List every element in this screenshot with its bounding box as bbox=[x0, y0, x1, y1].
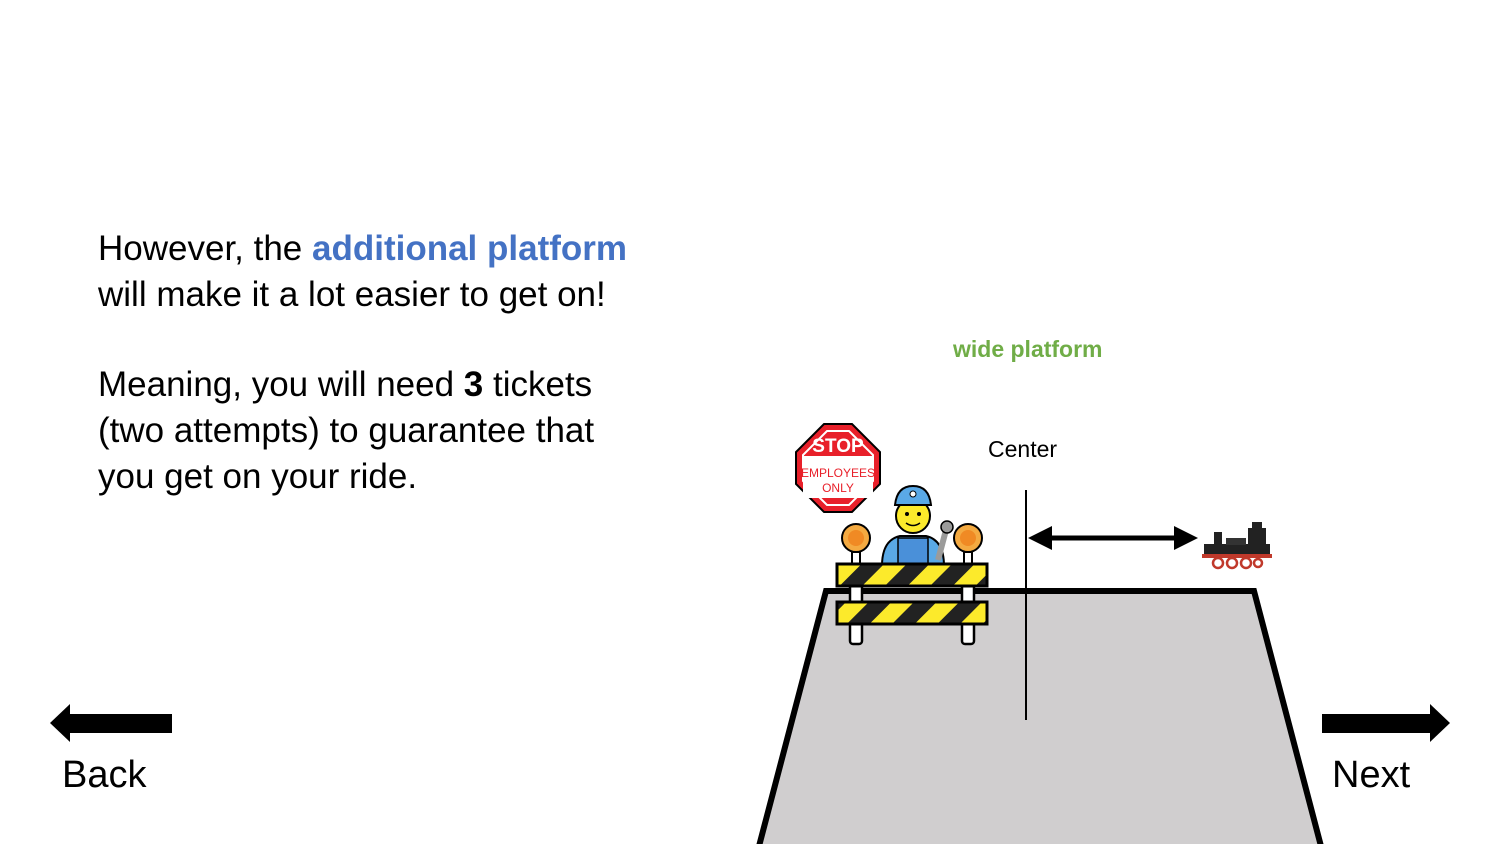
instruction-text: However, the additional platform will ma… bbox=[98, 226, 627, 500]
next-arrow-icon[interactable] bbox=[1322, 704, 1450, 742]
worker-icon bbox=[880, 484, 954, 567]
barricade-light-left-icon bbox=[841, 523, 871, 565]
stop-sign-line-1: EMPLOYEES bbox=[801, 466, 875, 480]
center-label: Center bbox=[988, 436, 1058, 462]
wide-platform-label: wide platform bbox=[953, 336, 1103, 362]
next-button[interactable]: Next bbox=[1332, 754, 1411, 796]
instruction-line-3: Meaning, you will need 3 tickets bbox=[98, 365, 593, 404]
platform-shape bbox=[756, 588, 1324, 844]
barricade-icon bbox=[835, 562, 989, 646]
back-arrow-icon[interactable] bbox=[50, 704, 172, 742]
distance-arrow-icon bbox=[1028, 526, 1198, 550]
stop-sign-text: STOP bbox=[812, 436, 864, 457]
barricade-light-right-icon bbox=[953, 523, 983, 565]
instruction-line-1: However, the additional platform bbox=[98, 229, 627, 268]
instruction-line-4: (two attempts) to guarantee that bbox=[98, 411, 595, 450]
ticket-count: 3 bbox=[463, 365, 484, 404]
stop-sign-line-2: ONLY bbox=[822, 481, 854, 495]
stop-sign-icon: STOP EMPLOYEES ONLY bbox=[795, 423, 881, 513]
instruction-line-5: you get on your ride. bbox=[98, 457, 418, 496]
train-icon bbox=[1202, 522, 1272, 570]
instruction-line-2: will make it a lot easier to get on! bbox=[98, 275, 606, 314]
back-button[interactable]: Back bbox=[62, 754, 147, 796]
additional-platform-highlight: additional platform bbox=[312, 229, 627, 268]
